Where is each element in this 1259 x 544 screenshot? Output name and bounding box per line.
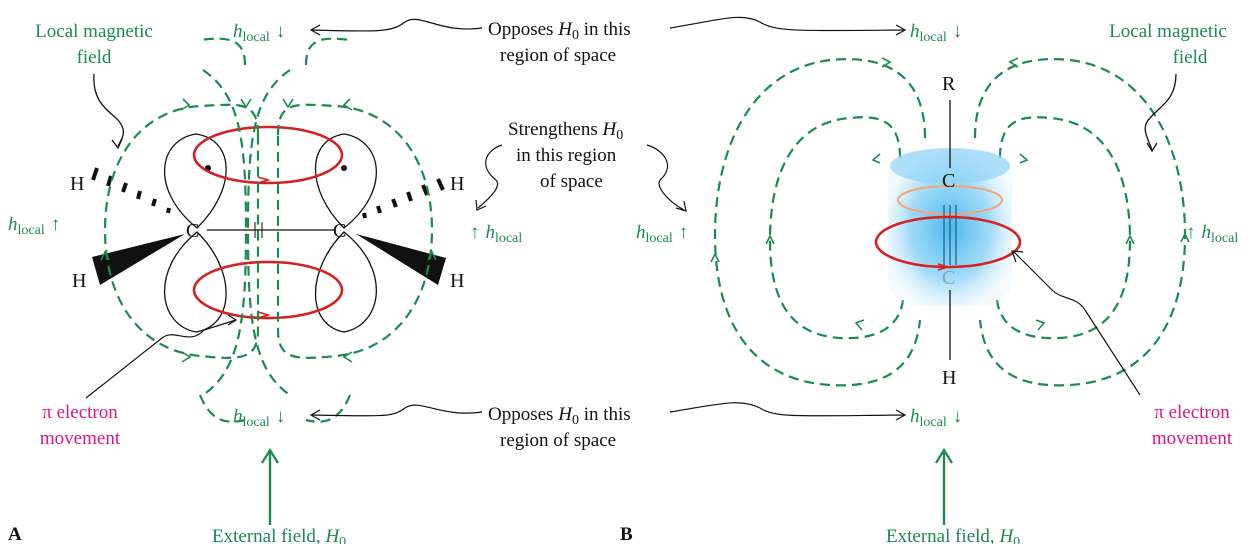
local-field-label-b-2: field	[1173, 47, 1208, 68]
atom-c-bottom-b: C	[942, 267, 955, 289]
svg-text:Opposes H0 in this: Opposes H0 in this	[488, 404, 631, 428]
atom-h-bottom-left: H	[72, 270, 86, 292]
external-field-label-b: External field, H0	[886, 526, 1020, 544]
pi-label-b-1: π electron	[1154, 402, 1230, 423]
h-local-a-top: hlocal↓	[233, 21, 285, 45]
svg-text:in this region: in this region	[516, 145, 617, 166]
hashed-wedge-right	[362, 178, 445, 219]
h-local-a-bottom: hlocal↓	[233, 406, 285, 430]
hashed-wedge-left	[91, 167, 171, 214]
atom-h-b: H	[942, 367, 956, 389]
h-local-a-left: hlocal↑	[8, 214, 60, 238]
h-local-b-bottom: hlocal↓	[910, 406, 962, 430]
h-local-b-right: ↑hlocal	[1186, 222, 1238, 246]
h-local-a-right: ↑hlocal	[470, 222, 522, 246]
panel-letter-a: A	[8, 524, 22, 544]
panel-a: C C H H H H Local magnetic	[8, 21, 522, 544]
svg-text:region of space: region of space	[500, 45, 616, 66]
panel-letter-b: B	[620, 524, 633, 544]
solid-wedge-right	[356, 234, 446, 285]
pi-label-a-1: π electron	[42, 402, 118, 423]
local-field-label-a-1: Local magnetic	[35, 21, 153, 42]
atom-r: R	[942, 73, 956, 95]
h-local-b-top: hlocal↓	[910, 21, 962, 45]
local-field-label-a-2: field	[77, 47, 112, 68]
callout-opposes-top: Opposes H0 in this region of space	[309, 16, 907, 66]
svg-text:of space: of space	[540, 171, 603, 192]
svg-text:Strengthens H0: Strengthens H0	[508, 119, 623, 143]
pi-label-b-2: movement	[1152, 428, 1233, 449]
atom-h-bottom-right: H	[450, 270, 464, 292]
svg-text:↑hlocal: ↑hlocal	[470, 222, 522, 246]
svg-text:hlocal↑: hlocal↑	[636, 222, 688, 246]
svg-text:Opposes H0 in this: Opposes H0 in this	[488, 19, 631, 43]
svg-text:↑hlocal: ↑hlocal	[1186, 222, 1238, 246]
svg-text:hlocal↓: hlocal↓	[233, 21, 285, 45]
svg-text:region of space: region of space	[500, 430, 616, 451]
svg-text:hlocal↓: hlocal↓	[233, 406, 285, 430]
atom-c-left: C	[186, 220, 199, 242]
current-loops-a	[192, 125, 344, 320]
atom-h-top-right: H	[450, 173, 464, 195]
atom-c-right: C	[333, 220, 346, 242]
external-field-label-a: External field, H0	[212, 526, 346, 544]
callout-opposes-bottom: Opposes H0 in this region of space	[309, 402, 907, 451]
solid-wedge-left	[92, 234, 185, 285]
local-field-label-b-1: Local magnetic	[1109, 21, 1227, 42]
field-lines-a	[103, 37, 434, 423]
callout-strengthens: Strengthens H0 in this region of space	[475, 119, 687, 212]
h-local-b-left: hlocal↑	[636, 222, 688, 246]
pi-label-a-2: movement	[40, 428, 121, 449]
atom-c-top-b: C	[942, 170, 955, 192]
svg-text:hlocal↓: hlocal↓	[910, 406, 962, 430]
atom-h-top-left: H	[70, 173, 84, 195]
svg-text:hlocal↑: hlocal↑	[8, 214, 60, 238]
svg-text:hlocal↓: hlocal↓	[910, 21, 962, 45]
panel-b: R C C H Local magnetic field π electron …	[620, 21, 1238, 544]
